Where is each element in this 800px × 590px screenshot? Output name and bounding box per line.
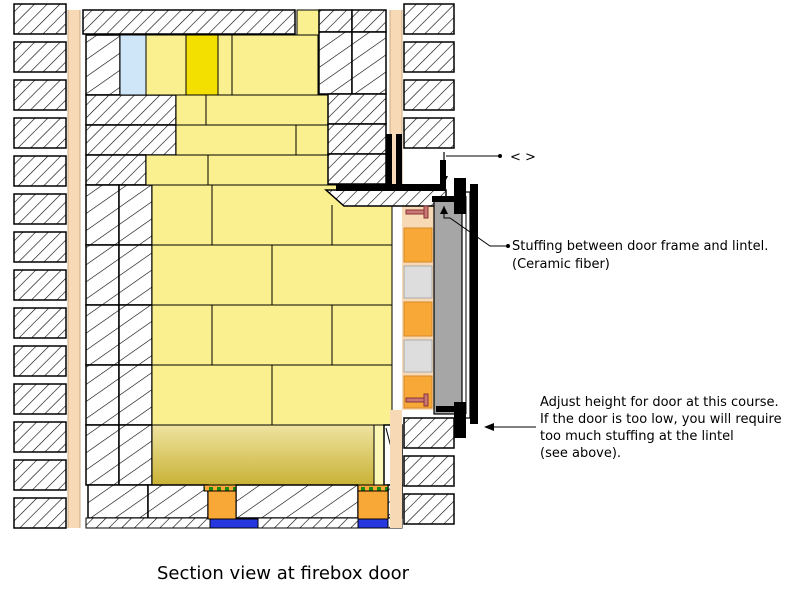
- left-outer-brick-column: [13, 3, 67, 529]
- door-side-wall: [402, 190, 434, 410]
- bolt-icon: [405, 393, 429, 407]
- arrowhead-icon: [440, 176, 448, 184]
- adjust-note-line4: (see above).: [540, 446, 621, 461]
- hatched-brick: [403, 79, 455, 111]
- upper-core: [119, 9, 329, 186]
- hatched-brick: [403, 41, 455, 73]
- hatched-brick: [13, 193, 67, 225]
- top-marker-label: < >: [510, 150, 536, 165]
- hatched-brick: [13, 421, 67, 453]
- hatched-brick: [13, 345, 67, 377]
- stuffing-note-line2: (Ceramic fiber): [512, 257, 610, 272]
- hatched-brick: [403, 455, 455, 487]
- stuffing-note-line1: Stuffing between door frame and lintel.: [512, 239, 768, 254]
- adjust-note-line2: If the door is too low, you will require: [540, 412, 782, 427]
- bolt-icon: [405, 205, 429, 219]
- right-outer-brick-column: [403, 3, 455, 525]
- cleanout-lip: [373, 424, 385, 486]
- hatched-brick: [13, 155, 67, 187]
- firebox-door: [432, 178, 478, 438]
- firebox-core: [151, 184, 393, 426]
- top-slab: [82, 9, 296, 35]
- grate-support-left: [203, 484, 259, 529]
- top-marker-leader: [440, 152, 502, 184]
- hatched-brick: [13, 307, 67, 339]
- stuffing-leader: [440, 206, 510, 248]
- hatched-brick: [13, 459, 67, 491]
- right-upper-hatched-blocks: [318, 9, 387, 185]
- hatched-brick: [13, 269, 67, 301]
- hatched-brick: [13, 497, 67, 529]
- lintel-steel: [324, 134, 447, 207]
- inner-left-hatched-blocks: [85, 34, 177, 486]
- arrowhead-icon: [484, 423, 494, 431]
- hatched-brick: [13, 41, 67, 73]
- hatched-brick: [13, 3, 67, 35]
- hatched-brick: [403, 117, 455, 149]
- hatched-brick: [403, 417, 455, 449]
- arrowhead-icon: [440, 206, 448, 214]
- hatched-brick: [403, 493, 455, 525]
- hatched-brick: [13, 231, 67, 263]
- hatched-brick: [403, 3, 455, 35]
- adjust-note-line1: Adjust height for door at this course.: [540, 395, 779, 410]
- hatched-brick: [13, 383, 67, 415]
- hatched-brick: [13, 117, 67, 149]
- hatched-brick: [13, 79, 67, 111]
- left-mortar-gap: [68, 10, 80, 528]
- adjust-leader: [484, 423, 536, 431]
- adjust-note-line3: too much stuffing at the lintel: [540, 429, 734, 444]
- diagram-caption: Section view at firebox door: [157, 563, 410, 584]
- grate-support-right: [357, 484, 389, 529]
- ash-cleanout: [151, 424, 375, 486]
